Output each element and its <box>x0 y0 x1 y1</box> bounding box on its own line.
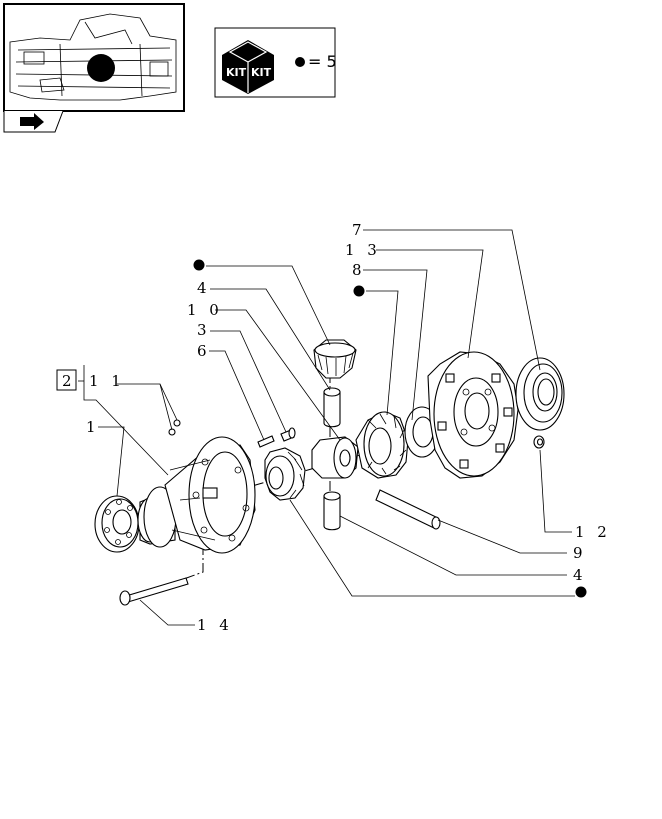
locator-thumbnail[interactable] <box>3 3 185 112</box>
part-bearing-left[interactable] <box>94 495 140 553</box>
part-spider-block[interactable] <box>311 436 359 479</box>
callout-1[interactable]: 1 <box>86 418 100 436</box>
bullet-side-gear-left <box>575 586 587 598</box>
part-bolt[interactable] <box>119 577 189 606</box>
kit-box-icon: KIT KIT <box>222 40 274 94</box>
part-side-gear-left[interactable] <box>264 447 306 501</box>
part-roll-pin[interactable] <box>257 435 275 448</box>
kit-quantity: = 5 <box>308 52 337 71</box>
bullet-side-gear-right <box>353 285 365 297</box>
part-pins[interactable] <box>168 419 181 436</box>
kit-label-right: KIT <box>251 66 272 79</box>
callout-4-top[interactable]: 4 <box>197 279 211 297</box>
callout-2[interactable]: 2 <box>62 372 76 390</box>
callout-7[interactable]: 7 <box>352 221 366 239</box>
navigation-tab[interactable] <box>3 110 64 133</box>
callout-3[interactable]: 3 <box>197 321 211 339</box>
part-plug[interactable] <box>533 435 545 449</box>
part-pinion-shaft-top[interactable] <box>323 387 341 428</box>
callout-2-box <box>56 369 77 391</box>
callout-9[interactable]: 9 <box>573 544 587 562</box>
callout-10[interactable]: 1 0 <box>187 301 223 319</box>
part-bearing-right[interactable] <box>515 357 565 431</box>
kit-bullet-icon <box>295 57 305 67</box>
part-pinion-gear[interactable] <box>313 339 357 379</box>
part-pinion-shaft-bottom[interactable] <box>323 491 341 531</box>
bullet-pinion-gear <box>193 259 205 271</box>
kit-legend: KIT KIT = 5 <box>214 27 337 98</box>
callout-11[interactable]: 1 1 <box>89 372 125 390</box>
callout-14[interactable]: 1 4 <box>197 616 233 634</box>
callout-13[interactable]: 1 3 <box>345 241 381 259</box>
callout-12[interactable]: 1 2 <box>575 523 611 541</box>
kit-label-left: KIT <box>226 66 247 79</box>
callout-6[interactable]: 6 <box>197 342 211 360</box>
kit-bullets <box>193 259 587 598</box>
arrow-icon <box>20 113 44 130</box>
part-differential-housing[interactable] <box>137 436 256 554</box>
callout-8[interactable]: 8 <box>352 261 366 279</box>
leader-lines <box>78 229 575 626</box>
callout-labels: 7 1 3 8 4 1 0 3 6 2 1 1 1 1 2 9 4 1 4 <box>62 221 611 634</box>
part-cross-shaft[interactable] <box>375 489 441 530</box>
part-housing-cover[interactable] <box>427 351 519 479</box>
part-bushing[interactable] <box>280 427 296 442</box>
part-side-gear-right[interactable] <box>355 411 409 479</box>
bolt-axis <box>139 545 204 596</box>
callout-4-bottom[interactable]: 4 <box>573 566 587 584</box>
